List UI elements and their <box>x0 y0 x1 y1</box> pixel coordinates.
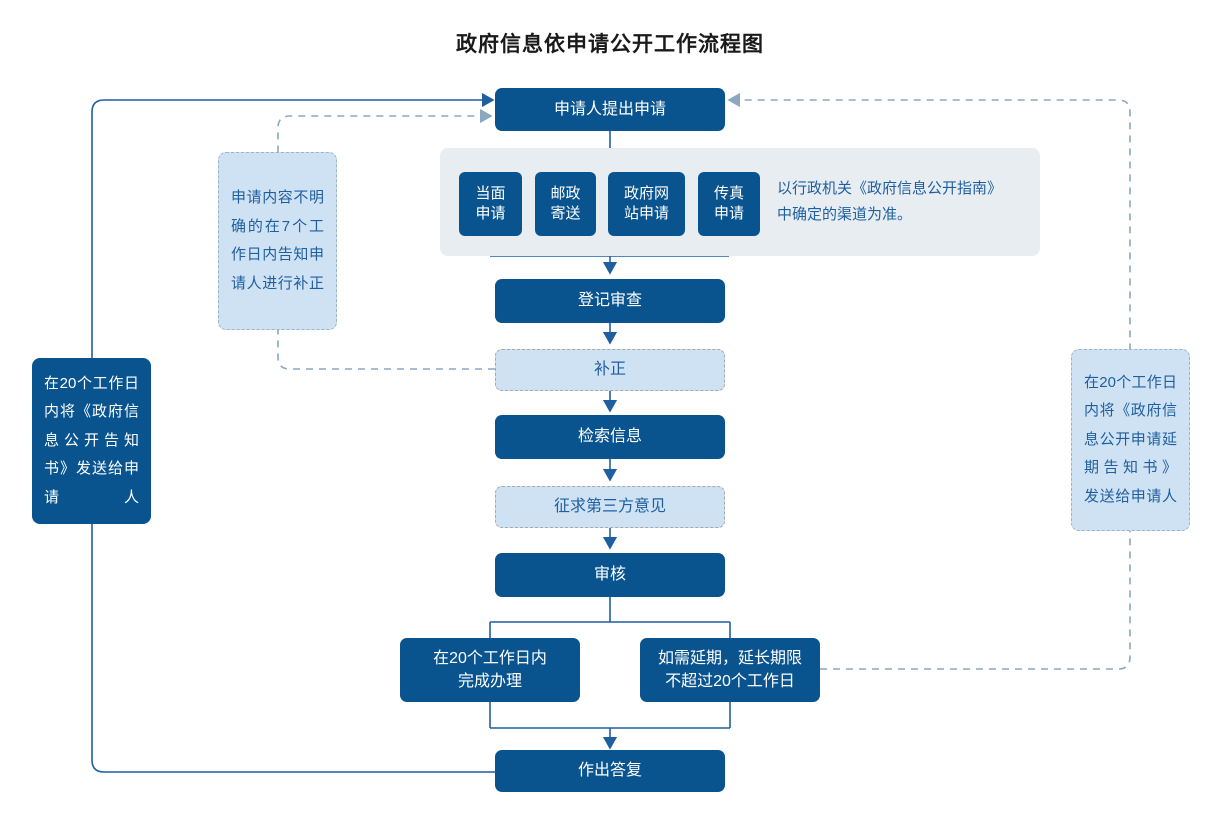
line-1: 政府网 <box>623 184 669 202</box>
channel-postal[interactable]: 邮政 寄送 <box>535 172 596 236</box>
node-extension-label: 如需延期，延长期限 不超过20个工作日 <box>658 647 802 693</box>
line-2: 完成办理 <box>457 673 522 690</box>
line-1: 如需延期，延长期限 <box>657 649 802 667</box>
node-complete-within-20-days[interactable]: 在20个工作日内 完成办理 <box>400 638 580 702</box>
note-supplement-7-days[interactable]: 申请内容不明确的在7个工作日内告知申请人进行补正 <box>218 152 337 330</box>
note-extension-notice-20-days[interactable]: 在20个工作日内将《政府信息公开申请延期告知书》 发送给申请人 <box>1071 349 1190 531</box>
node-retrieve[interactable]: 检索信息 <box>495 415 725 459</box>
line-2: 寄送 <box>550 205 581 222</box>
node-supplement-label: 补正 <box>593 361 626 379</box>
note-extension-notice-20-days-text: 在20个工作日内将《政府信息公开申请延期告知书》 发送给申请人 <box>1084 373 1177 505</box>
page-title: 政府信息依申请公开工作流程图 <box>456 33 764 56</box>
channel-in-person-label: 当面 申请 <box>475 184 505 225</box>
node-review-label: 审核 <box>593 566 626 584</box>
line-1: 当面 <box>475 184 506 202</box>
channel-fax[interactable]: 传真 申请 <box>698 172 760 236</box>
channel-website[interactable]: 政府网 站申请 <box>608 172 685 236</box>
line-2: 站申请 <box>623 205 669 222</box>
note-disclosure-notice-20-days-text: 在20个工作日内将《政府信息公开告知书》发送给申请人 <box>44 374 139 506</box>
line-2: 不超过20个工作日 <box>665 673 795 690</box>
channel-in-person[interactable]: 当面 申请 <box>459 172 522 236</box>
node-complete-within-20-days-label: 在20个工作日内 完成办理 <box>433 647 547 693</box>
note-disclosure-notice-20-days[interactable]: 在20个工作日内将《政府信息公开告知书》发送给申请人 <box>32 358 151 524</box>
node-third-party-opinion-label: 征求第三方意见 <box>553 498 666 516</box>
channel-note-line-1: 以行政机关《政府信息公开指南》 <box>777 180 1003 197</box>
line-2: 申请 <box>475 205 506 222</box>
node-start-label: 申请人提出申请 <box>553 100 666 118</box>
line-1: 传真 <box>713 184 744 202</box>
channel-note: 以行政机关《政府信息公开指南》 中确定的渠道为准。 <box>777 176 1032 227</box>
node-start[interactable]: 申请人提出申请 <box>495 88 725 131</box>
node-supplement[interactable]: 补正 <box>495 349 725 391</box>
node-extension[interactable]: 如需延期，延长期限 不超过20个工作日 <box>640 638 820 702</box>
channel-website-label: 政府网 站申请 <box>624 184 669 225</box>
channel-note-line-2: 中确定的渠道为准。 <box>777 205 913 223</box>
channel-fax-label: 传真 申请 <box>714 184 744 225</box>
channel-postal-label: 邮政 寄送 <box>550 184 580 225</box>
node-reply-label: 作出答复 <box>577 762 642 780</box>
node-reply[interactable]: 作出答复 <box>495 750 725 792</box>
line-2: 申请 <box>713 205 744 222</box>
node-review[interactable]: 审核 <box>495 553 725 597</box>
node-third-party-opinion[interactable]: 征求第三方意见 <box>495 486 725 528</box>
line-1: 在20个工作日内 <box>433 649 547 667</box>
node-register-label: 登记审查 <box>577 292 642 310</box>
node-retrieve-label: 检索信息 <box>577 428 642 446</box>
node-register[interactable]: 登记审查 <box>495 279 725 323</box>
line-1: 邮政 <box>550 184 581 202</box>
note-supplement-7-days-text: 申请内容不明确的在7个工作日内告知申请人进行补正 <box>231 189 324 292</box>
